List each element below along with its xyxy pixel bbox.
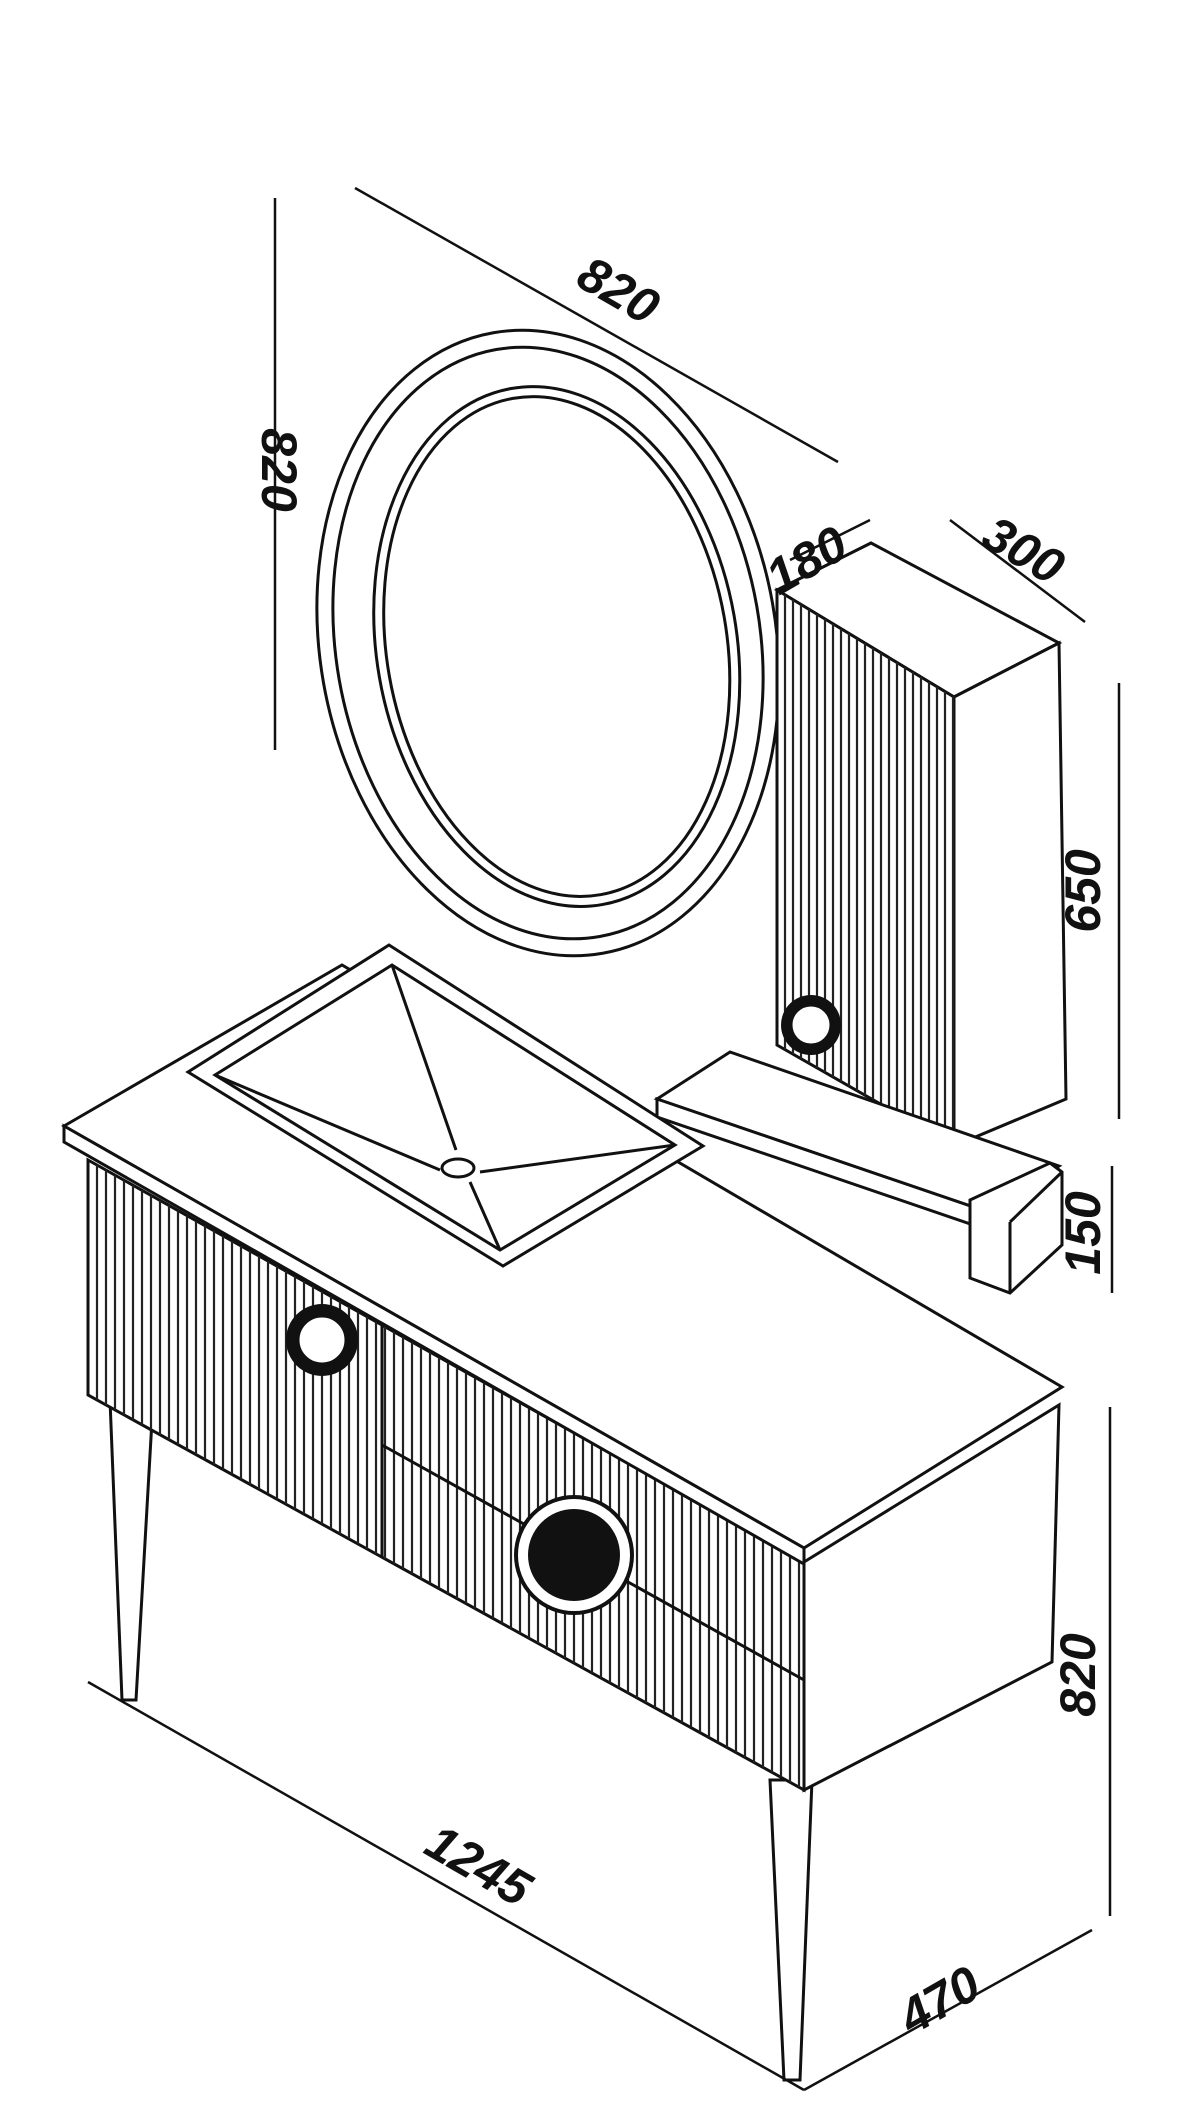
- cabinet-fluted-front: [783, 594, 955, 1146]
- vanity-depth-dimension-line: [803, 1928, 1093, 2092]
- shelf-height-label: 150: [1055, 1191, 1111, 1275]
- round-mirror: [315, 328, 781, 958]
- vessel-basin: [185, 943, 706, 1268]
- vanity-leg-left: [108, 1397, 154, 1702]
- cabinet-width-label: 300: [973, 505, 1073, 595]
- mirror-height-label: 820: [251, 428, 307, 512]
- cabinet-width-dimension-line: [949, 519, 1086, 623]
- vanity-fluted-front: [95, 1165, 801, 1788]
- wall-cabinet: [773, 541, 1068, 1149]
- wall-shelf: [653, 1050, 1064, 1295]
- vanity-width-label: 1245: [416, 1813, 541, 1918]
- mirror-width-label: 820: [568, 245, 668, 335]
- cabinet-height-label: 650: [1055, 849, 1111, 933]
- basin-drain: [440, 1157, 476, 1179]
- vanity-leg-right: [768, 1778, 814, 2082]
- cabinet-depth-dimension-line: [789, 518, 871, 562]
- vanity-depth-label: 470: [889, 1955, 990, 2046]
- mirror-width-dimension-line: [354, 186, 839, 464]
- vanity-height-label: 820: [1050, 1633, 1106, 1717]
- vanity-width-dimension-line: [87, 1680, 805, 2092]
